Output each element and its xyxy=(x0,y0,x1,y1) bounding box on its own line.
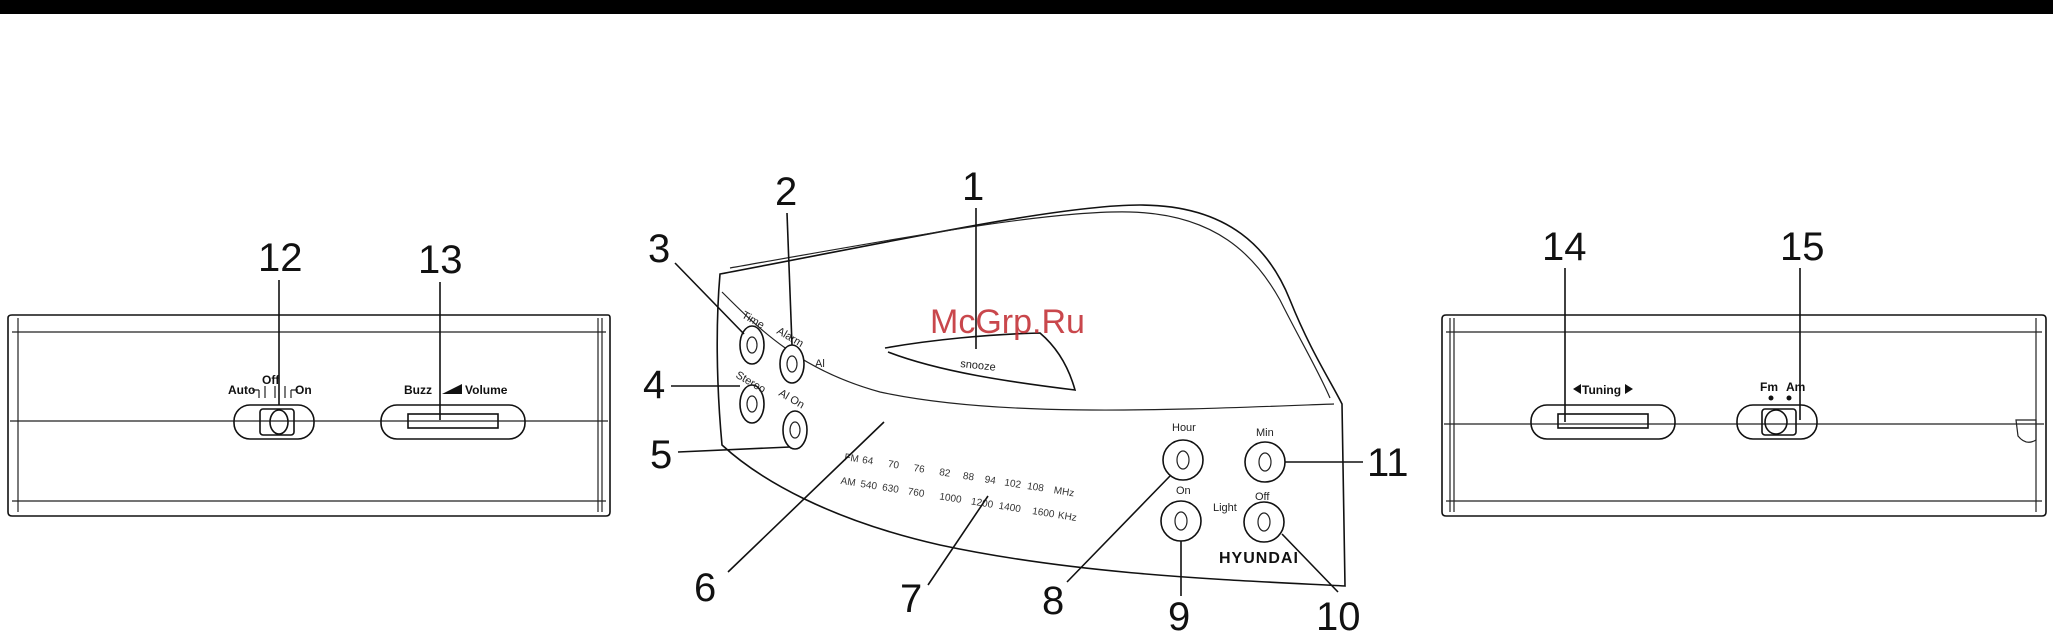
am-scale-8: KHz xyxy=(1057,510,1077,524)
callout-11: 11 xyxy=(1367,441,1409,485)
fm-scale-7: 102 xyxy=(1004,477,1023,491)
alarm-button[interactable] xyxy=(780,345,804,383)
min-label: Min xyxy=(1256,427,1274,439)
volume-label: Volume xyxy=(465,383,508,397)
fm-scale-3: 76 xyxy=(913,463,926,476)
am-scale-4: 1000 xyxy=(939,491,963,505)
fm-label: Fm xyxy=(1760,380,1778,394)
tuning-left-arrow-icon xyxy=(1573,384,1581,394)
am-scale-6: 1400 xyxy=(998,501,1022,515)
callout-9: 9 xyxy=(1168,595,1190,638)
snooze-label: snooze xyxy=(960,358,997,374)
callout-3: 3 xyxy=(648,227,670,271)
am-scale-0: AM xyxy=(840,476,857,489)
callout-5: 5 xyxy=(650,433,672,477)
am-scale-2: 630 xyxy=(881,482,900,496)
callout-7: 7 xyxy=(900,577,922,621)
callout-1: 1 xyxy=(962,165,984,209)
tuning-slider[interactable] xyxy=(1558,414,1648,428)
callout-4: 4 xyxy=(643,363,665,407)
light-on-label: On xyxy=(1176,485,1191,497)
fm-scale-1: 64 xyxy=(861,455,874,468)
tuning-right-arrow-icon xyxy=(1625,384,1633,394)
callout-2: 2 xyxy=(775,170,797,214)
am-scale-3: 760 xyxy=(907,486,926,500)
tuning-slider-slot xyxy=(1531,405,1675,439)
band-switch-knob[interactable] xyxy=(1765,410,1787,434)
fm-scale-4: 82 xyxy=(938,467,951,480)
am-label: Am xyxy=(1786,380,1805,394)
off-label: Off xyxy=(262,373,280,387)
auto-off-on-switch-slot xyxy=(234,405,314,439)
callout-13: 13 xyxy=(418,238,463,282)
al-on-button[interactable] xyxy=(783,411,807,449)
auto-label: Auto xyxy=(228,383,255,397)
light-on-button[interactable] xyxy=(1161,501,1201,541)
light-off-button[interactable] xyxy=(1244,502,1284,542)
tuning-label: Tuning xyxy=(1582,383,1621,397)
al-on-label: Al On xyxy=(777,387,807,411)
hour-label: Hour xyxy=(1172,422,1196,434)
fm-scale-2: 70 xyxy=(887,459,900,472)
callout-8: 8 xyxy=(1042,579,1064,623)
callout-12: 12 xyxy=(258,236,303,280)
hyundai-logo: HYUNDAI xyxy=(1219,550,1299,567)
callout-14: 14 xyxy=(1542,225,1587,269)
front-view: snooze Time Alarm Al Stereo Al On FM 64 … xyxy=(643,165,1409,638)
am-scale-1: 540 xyxy=(860,479,879,493)
fm-scale-5: 88 xyxy=(962,471,975,484)
volume-wedge-icon xyxy=(442,384,462,394)
left-side-view: Auto Off On Buzz Volume 12 13 xyxy=(8,236,610,516)
buzz-label: Buzz xyxy=(404,383,432,397)
al-label: Al xyxy=(815,358,825,370)
min-button[interactable] xyxy=(1245,442,1285,482)
callout-15: 15 xyxy=(1780,225,1825,269)
right-side-view: Tuning Fm Am 14 15 xyxy=(1442,225,2046,516)
tuning-scale: FM 64 70 76 82 88 94 102 108 MHz AM 540 … xyxy=(840,452,1081,524)
fm-scale-8: 108 xyxy=(1026,481,1045,495)
time-button[interactable] xyxy=(740,326,764,364)
fm-scale-6: 94 xyxy=(984,474,997,487)
am-scale-7: 1600 xyxy=(1031,506,1055,520)
watermark-text: McGrp.Ru xyxy=(930,303,1085,341)
hour-button[interactable] xyxy=(1163,440,1203,480)
callout-10: 10 xyxy=(1316,595,1361,638)
auto-off-on-switch-knob[interactable] xyxy=(270,410,288,434)
light-label: Light xyxy=(1213,502,1237,514)
light-off-label: Off xyxy=(1255,491,1270,503)
callout-6: 6 xyxy=(694,566,716,610)
fm-scale-9: MHz xyxy=(1053,485,1075,499)
volume-slider-slot xyxy=(381,405,525,439)
